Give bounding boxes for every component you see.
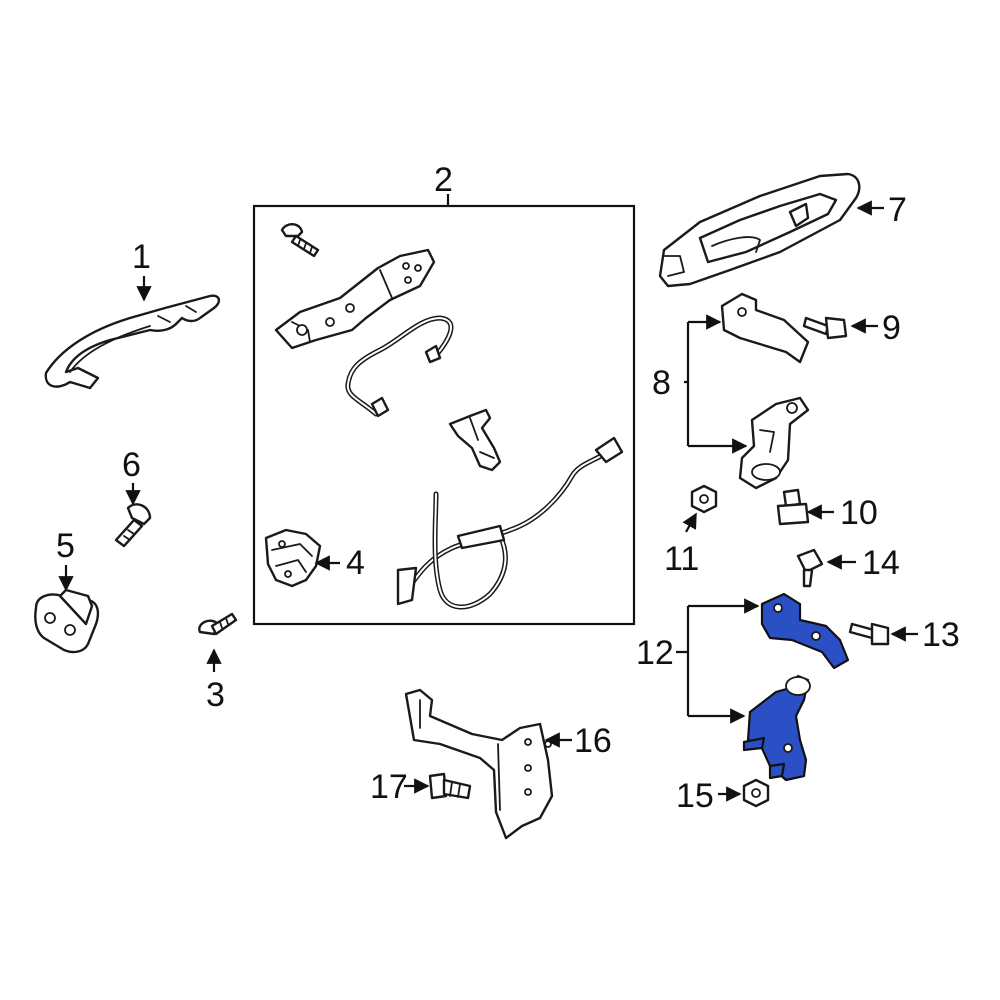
small-harness	[345, 315, 454, 418]
callout-7: 7	[888, 191, 907, 229]
part-8-lower-bracket	[738, 396, 810, 490]
part-15-nut	[742, 778, 770, 808]
frame-screw	[280, 223, 320, 258]
callout-1: 1	[132, 238, 151, 276]
callout-15: 15	[676, 777, 714, 815]
part-3-screw	[198, 612, 238, 636]
callout-17: 17	[370, 768, 408, 806]
part-6-screw	[114, 503, 152, 548]
part-10-stud	[776, 488, 810, 526]
rod-clip	[448, 408, 502, 472]
callout-3: 3	[206, 676, 225, 714]
callout-12: 12	[636, 634, 674, 672]
assembly-frame	[252, 204, 636, 626]
callout-11: 11	[664, 540, 699, 578]
part-4-door-lock-actuator	[264, 528, 322, 588]
callout-4: 4	[346, 544, 365, 582]
callout-14: 14	[862, 544, 900, 582]
callout-10: 10	[840, 494, 878, 532]
part-9-bolt	[802, 316, 848, 340]
callout-8: 8	[652, 364, 671, 402]
callout-13: 13	[922, 616, 960, 654]
part-1-exterior-handle	[44, 294, 221, 390]
cable-harness	[396, 436, 624, 610]
part-11-nut	[690, 484, 718, 514]
callout-5: 5	[56, 527, 75, 565]
part-16-door-check	[404, 688, 554, 840]
part-12-upper-hinge	[760, 592, 850, 670]
part-8-upper-bracket	[720, 292, 810, 364]
part-13-bolt	[848, 622, 890, 646]
callout-9: 9	[882, 309, 901, 347]
part-17-bolt	[428, 772, 472, 800]
callout-16: 16	[574, 722, 612, 760]
part-12-lower-hinge	[742, 674, 811, 782]
part-7-interior-handle	[658, 172, 861, 288]
callout-6: 6	[122, 446, 141, 484]
callout-2: 2	[434, 161, 453, 199]
handle-bracket	[274, 248, 436, 350]
part-5-seal	[34, 588, 100, 654]
part-14-bolt	[796, 548, 824, 588]
